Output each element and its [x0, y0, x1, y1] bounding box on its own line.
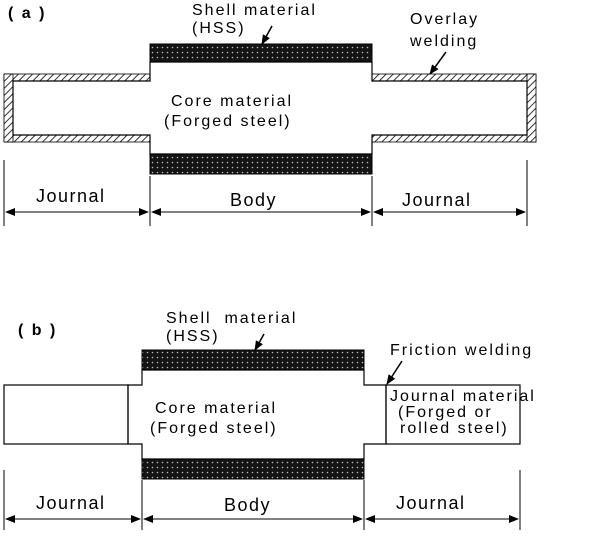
panel-a-overlay-label-1: Overlay [410, 11, 479, 28]
panel-b-shell-leader [254, 333, 265, 351]
panel-b-shell-bottom [141, 458, 365, 480]
panel-a-label: ( a ) [8, 5, 46, 22]
panel-b-shell-top [141, 349, 365, 371]
panel-a-shell-leader [261, 25, 273, 45]
panel-b-journal-left-label: Journal [36, 493, 106, 513]
panel-a-shell-label-1: Shell material [192, 2, 317, 19]
panel-a-journal-right-label: Journal [402, 190, 472, 210]
panel-b-journal-material-label-1: Journal material [390, 388, 536, 405]
panel-b-friction-label: Friction welding [390, 342, 533, 359]
panel-b-friction-leader [386, 360, 403, 385]
panel-a-shell-label-2: (HSS) [192, 20, 246, 37]
panel-b-journal-material-label-2: (Forged or [398, 404, 493, 421]
panel-b-core-outline [127, 369, 387, 460]
panel-b-journal-material-label-3: rolled steel) [400, 420, 509, 437]
panel-a-shell-top [149, 43, 373, 63]
panel-a-overlay-leader [429, 51, 447, 75]
panel-b-core-label-1: Core material [155, 400, 277, 417]
panel-a-core-label-2: (Forged steel) [164, 113, 292, 130]
panel-a-dimensions [3, 160, 528, 226]
panel-b-core-label-2: (Forged steel) [150, 420, 278, 437]
panel-b-label: ( b ) [18, 322, 57, 339]
panel-a-shell-bottom [149, 153, 373, 175]
panel-b-shell-label-2: (HSS) [166, 328, 220, 345]
panel-b-body-label: Body [224, 495, 271, 515]
panel-a: ( a ) Shell material (HSS) Overlay weldi… [3, 2, 537, 226]
panel-b-journal-left [3, 384, 129, 445]
panel-a-core-outline [12, 61, 528, 155]
panel-b: ( b ) Shell material (HSS) Friction weld… [3, 310, 536, 530]
panel-a-overlay-label-2: welding [409, 33, 478, 50]
panel-a-body-label: Body [230, 190, 277, 210]
panel-a-journal-left-label: Journal [36, 186, 106, 206]
panel-b-journal-right-label: Journal [396, 493, 466, 513]
panel-b-shell-label-1: Shell material [166, 310, 297, 327]
panel-b-dimensions [3, 470, 521, 530]
panel-a-core-label-1: Core material [171, 93, 293, 110]
